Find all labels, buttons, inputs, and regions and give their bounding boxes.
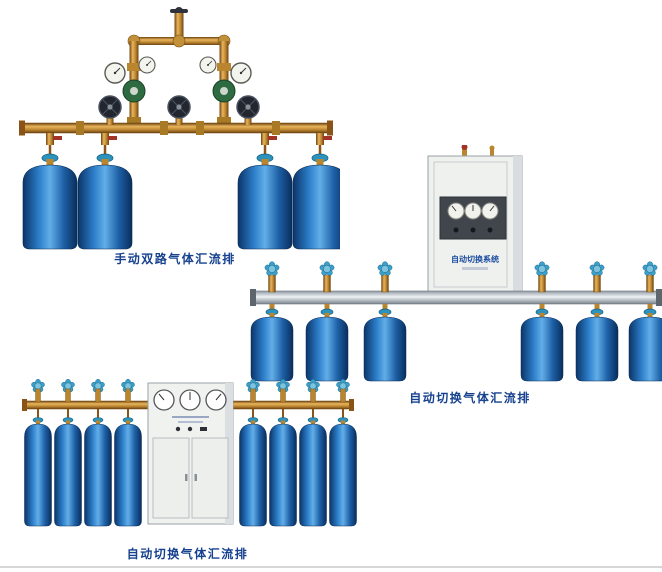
cylinder-valve-station xyxy=(589,261,605,315)
cylinder-valve-station xyxy=(337,379,350,420)
cylinder-connection xyxy=(101,133,117,157)
cabinet-label: 自动切换系统 xyxy=(451,254,499,264)
panel-knob xyxy=(187,426,193,432)
cylinder-valve-station xyxy=(642,261,658,315)
handwheel-valve xyxy=(167,95,191,126)
left-regulator-station xyxy=(104,56,156,103)
gas-cylinder xyxy=(520,308,564,382)
product-caption-manual-dual: 手动双路气体汇流排 xyxy=(114,252,236,266)
panel-switch xyxy=(200,427,207,431)
gas-cylinder xyxy=(305,308,349,382)
auto-switch-floor-manifold-illustration xyxy=(22,376,357,527)
gas-cylinder xyxy=(250,308,294,382)
handwheel-valve xyxy=(236,95,260,126)
gas-cylinder xyxy=(84,417,112,527)
cylinder-valve-station xyxy=(377,261,393,315)
cylinder-valve-station xyxy=(32,379,45,420)
gas-cylinder xyxy=(77,153,133,250)
cylinder-valve-station xyxy=(307,379,320,420)
gas-cylinder xyxy=(299,417,327,527)
manual-dual-manifold-illustration xyxy=(19,7,340,250)
cylinder-valve-station xyxy=(319,261,335,315)
cylinder-valve-station xyxy=(122,379,135,420)
gas-cylinder xyxy=(24,417,52,527)
product-caption-auto-switch-wall: 自动切换气体汇流排 xyxy=(409,391,531,405)
cylinder-connection xyxy=(46,133,62,157)
pressure-gauge xyxy=(230,62,252,84)
gas-cylinder xyxy=(329,417,357,527)
handwheel-valve xyxy=(98,95,122,126)
panel-knob xyxy=(470,227,476,233)
auto-switch-manifold-illustration: 自动切换系统 xyxy=(250,145,662,382)
page-bottom-rule xyxy=(0,566,662,568)
cylinder-valve-station xyxy=(277,379,290,420)
gas-cylinder xyxy=(54,417,82,527)
door-handle xyxy=(185,474,188,481)
floor-cabinet xyxy=(147,382,234,525)
control-cabinet: 自动切换系统 xyxy=(427,145,523,294)
gas-cylinder xyxy=(575,308,619,382)
cylinder-valve-station xyxy=(534,261,550,315)
panel-knob xyxy=(453,227,459,233)
pressure-gauge xyxy=(104,62,126,84)
product-caption-auto-switch-floor: 自动切换气体汇流排 xyxy=(126,547,249,561)
cabinet-door xyxy=(152,437,190,519)
right-regulator-station xyxy=(199,56,252,103)
cylinder-valve-station xyxy=(264,261,280,315)
panel-knob xyxy=(175,426,181,432)
cylinder-valve-station xyxy=(247,379,260,420)
door-handle xyxy=(194,474,197,481)
cylinder-valve-station xyxy=(92,379,105,420)
panel-knob xyxy=(487,227,493,233)
gas-cylinder xyxy=(628,308,662,382)
gas-cylinder xyxy=(363,308,407,382)
gas-cylinder xyxy=(114,417,142,527)
gas-cylinder xyxy=(239,417,267,527)
cylinder-valve-station xyxy=(62,379,75,420)
cabinet-door xyxy=(191,437,229,519)
gas-cylinder xyxy=(269,417,297,527)
pressure-gauge xyxy=(138,56,156,74)
top-inlet-valve xyxy=(170,7,188,41)
manifold-pipe xyxy=(250,289,662,306)
gas-cylinder xyxy=(22,153,78,250)
pressure-gauge xyxy=(199,56,217,74)
